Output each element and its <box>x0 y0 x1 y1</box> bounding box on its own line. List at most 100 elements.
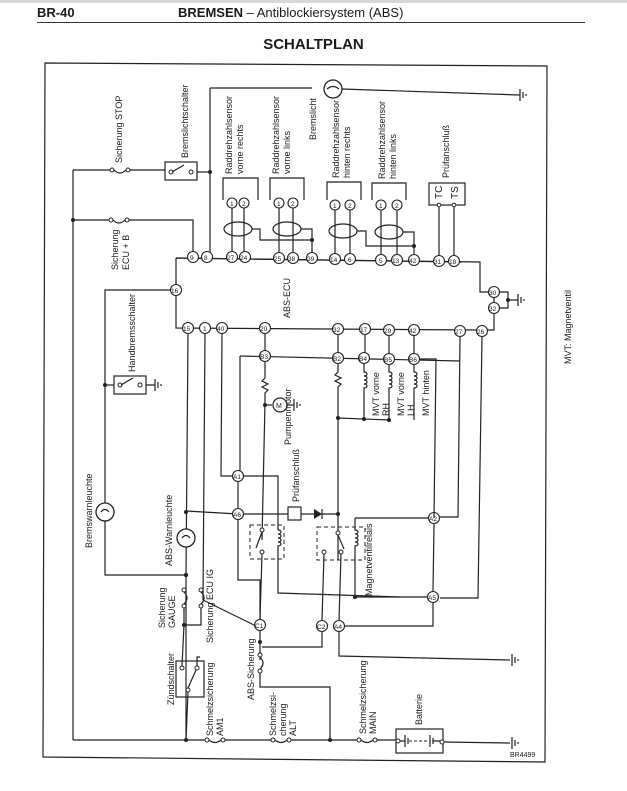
diagram-frame <box>42 62 548 763</box>
abs-fuse-label: ABS-Sicherung <box>246 638 256 700</box>
pin-b5: B5 <box>382 352 396 366</box>
fusible-am1-label-1: Schmelzsicherung <box>205 662 215 736</box>
pin-1: 1 <box>198 321 212 335</box>
sensor-fl-label-1: Raddrehzahlsensor <box>271 96 281 174</box>
pin-label: 8 <box>204 255 208 262</box>
fusible-alt-label-1: Schmelzsi- <box>268 692 278 736</box>
sensor-fl-label-2: vorne links <box>282 130 292 174</box>
pin-18: 18 <box>447 254 461 268</box>
mvt-fr-label-2: RH <box>381 403 391 416</box>
solenoid-relay-label: Magnetventilrelais <box>364 523 374 596</box>
wire-pin26 <box>440 336 483 599</box>
wire-abs-fuse <box>259 673 331 740</box>
ground-icon <box>154 379 162 391</box>
pin-b4: B4 <box>357 351 371 365</box>
figure-code: BR4499 <box>510 752 535 759</box>
pin-29: 29 <box>382 323 396 337</box>
diode-icon <box>301 509 338 519</box>
pin-label: 1 <box>379 203 383 210</box>
fusible-alt-label-3: ALT <box>288 720 298 736</box>
relay-1 <box>249 524 401 598</box>
pin-label: 26 <box>477 329 485 336</box>
pin-27-bottom: 27 <box>453 324 467 338</box>
pin-label: 2 <box>348 203 352 210</box>
junction-dot <box>336 416 340 420</box>
wire-a4-ground <box>338 632 511 661</box>
mvt-front-left-coil <box>388 365 393 420</box>
wire-pin16-handbrake <box>104 289 186 576</box>
sensor-rl-label-1: Raddrehzahlsensor <box>377 101 387 179</box>
pin-17: 17 <box>358 322 372 336</box>
wire-battery-ground <box>443 741 511 744</box>
pin-label: 2 <box>291 201 295 208</box>
fuse-ecu-b-label-2: ECU + B <box>121 235 131 270</box>
junction-dot <box>336 512 340 516</box>
section-title-bold: BREMSEN <box>178 5 244 20</box>
pin-label: 14 <box>330 257 338 264</box>
pin-b6: B6 <box>407 352 421 366</box>
pin-b3: B3 <box>258 349 272 363</box>
wire-c2-a4 <box>321 553 342 621</box>
junction-dot <box>310 238 314 242</box>
brake-warning-lamp-label: Bremswarnleuchte <box>84 473 94 548</box>
pin-label: C2 <box>317 624 326 631</box>
pin-32-right: 32 <box>487 301 501 315</box>
shield-wire-rear <box>357 230 415 259</box>
junction-dot <box>328 738 332 742</box>
wheel-speed-sensor-rear-right <box>326 181 362 258</box>
pin-label: A4 <box>334 624 342 631</box>
ecu-outline <box>175 257 495 331</box>
pin-9: 9 <box>186 250 200 264</box>
junction-dot <box>184 738 188 742</box>
shield-wire-front <box>252 228 313 256</box>
pin-label: 15 <box>183 326 191 333</box>
ground-icon <box>519 89 527 101</box>
wire-pin40 <box>220 333 238 477</box>
brake-light-label: Bremslicht <box>308 97 318 140</box>
fuse-stop <box>109 167 131 174</box>
pin-label: 31 <box>434 259 442 266</box>
pin-label: 6 <box>348 257 352 264</box>
ignition-switch-label: Zündschalter <box>166 653 176 705</box>
mvt-front-right-coil <box>363 364 368 419</box>
ecu-right-pins: 30 32 <box>487 285 501 315</box>
pin-label: B3 <box>260 354 268 361</box>
pin-label: 27 <box>455 329 463 336</box>
fuse-gauge <box>181 587 188 609</box>
fusible-am1-label-2: AM1 <box>215 717 225 736</box>
tc-label: TC <box>434 186 445 199</box>
wire <box>341 88 521 96</box>
mvt-rear-label: MVT hinten <box>421 370 431 416</box>
sensor-pins: 1 2 1 2 1 2 1 2 <box>226 197 403 211</box>
pin-8: 8 <box>200 250 214 264</box>
fusible-link-alt <box>270 737 292 744</box>
mvt-fl-label-2: LH <box>406 404 416 416</box>
mvt-fl-label-1: MVT vorne <box>396 372 406 416</box>
pin-a5: A5 <box>426 590 440 604</box>
legend-mvt: MVT: Magnetventil <box>563 290 573 364</box>
fuse-gauge-label-1: Sicherung <box>157 587 167 628</box>
pin-label: A6 <box>233 512 241 519</box>
sensor-rl-label-2: hinten links <box>388 133 398 179</box>
pin-sensor-fl-2: 2 <box>287 197 299 209</box>
section-title: BREMSEN – Antiblockiersystem (ABS) <box>178 5 403 20</box>
pin-27: 27 <box>225 250 239 264</box>
fuse-ecu-b <box>108 217 130 224</box>
wire-a2-a5-a4 <box>345 523 435 627</box>
sensor-rr-label-1: Raddrehzahlsensor <box>331 100 341 178</box>
header-rule <box>37 22 585 23</box>
pin-24: 24 <box>238 250 252 264</box>
pin-16: 16 <box>169 283 183 297</box>
wheel-speed-sensor-rear-left <box>371 182 407 258</box>
fusible-main-label-1: Schmelzsicherung <box>358 660 368 734</box>
pin-label: B4 <box>359 356 367 363</box>
brake-light-switch <box>164 161 198 181</box>
fuse-stop-label: Sicherung STOP <box>114 96 124 163</box>
pin-label: A1 <box>233 474 241 481</box>
pin-sensor-fr-1: 1 <box>226 197 238 209</box>
pin-25: 25 <box>272 251 286 265</box>
pin-b2: B2 <box>331 351 345 365</box>
top-border <box>0 0 627 3</box>
wire-pin1 <box>202 333 206 601</box>
